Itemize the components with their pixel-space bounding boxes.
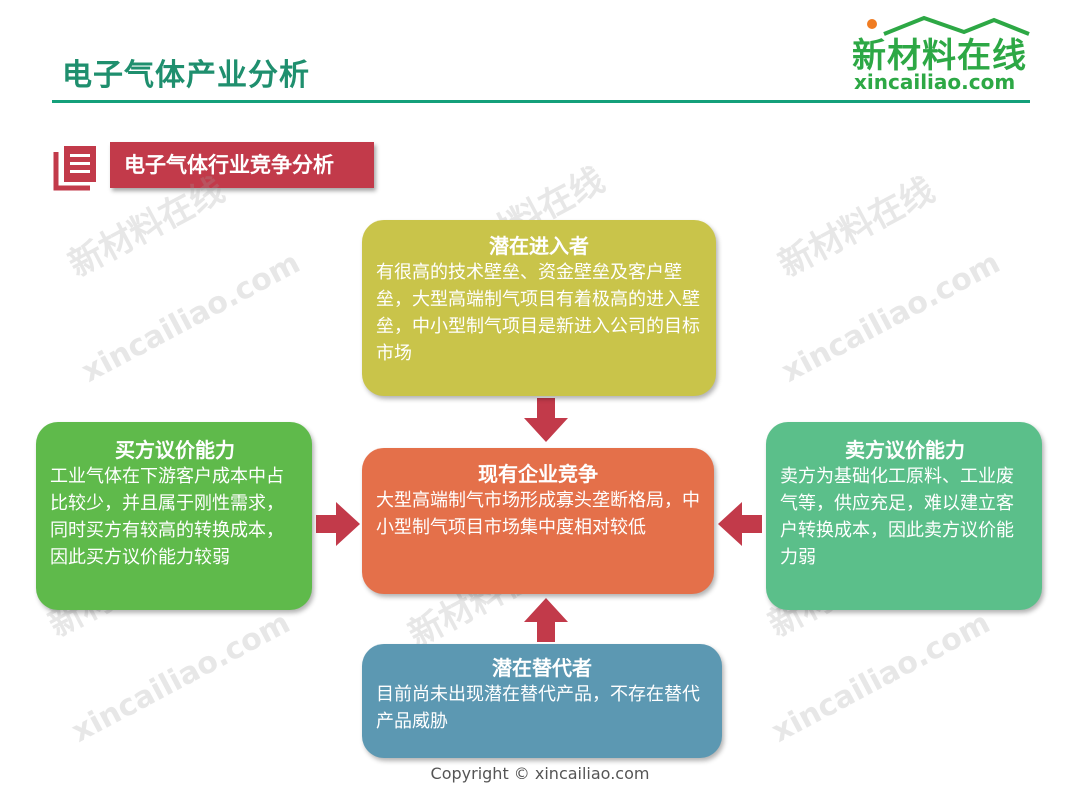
box-substitutes: 潜在替代者 目前尚未出现潜在替代产品，不存在替代产品威胁 <box>362 644 722 758</box>
box-potential-entrants: 潜在进入者 有很高的技术壁垒、资金壁垒及客户壁垒，大型高端制气项目有着极高的进入… <box>362 220 716 396</box>
watermark-cn: 新材料在线 <box>772 170 942 286</box>
logo-text-cn: 新材料在线 <box>852 36 1027 76</box>
document-icon <box>53 146 96 191</box>
title-divider <box>52 100 1030 103</box>
box-title: 潜在进入者 <box>489 234 589 258</box>
box-body: 有很高的技术壁垒、资金壁垒及客户壁垒，大型高端制气项目有着极高的进入壁垒，中小型… <box>376 262 700 364</box>
box-title: 卖方议价能力 <box>845 438 965 462</box>
brand-logo: 新材料在线 xincailiao.com <box>852 14 1037 94</box>
box-title: 潜在替代者 <box>492 656 592 680</box>
section-label: 电子气体行业竞争分析 <box>110 142 374 188</box>
page-title: 电子气体产业分析 <box>62 58 310 93</box>
box-body: 卖方为基础化工原料、工业废气等，供应充足，难以建立客户转换成本，因此卖方议价能力… <box>780 466 1014 568</box>
box-title: 现有企业竞争 <box>478 462 598 486</box>
arrow-down-icon <box>524 398 568 442</box>
logo-roof-icon <box>867 15 1030 36</box>
copyright: Copyright © xincailiao.com <box>430 764 650 783</box>
box-title: 买方议价能力 <box>115 438 235 462</box>
box-supplier-power: 卖方议价能力 卖方为基础化工原料、工业废气等，供应充足，难以建立客户转换成本，因… <box>766 422 1042 610</box>
arrow-up-icon <box>524 598 568 642</box>
box-existing-competition: 现有企业竞争 大型高端制气市场形成寡头垄断格局，中小型制气项目市场集中度相对较低 <box>362 448 714 594</box>
arrow-right-icon <box>316 502 360 546</box>
logo-text-en: xincailiao.com <box>854 70 1016 94</box>
arrow-left-icon <box>718 502 762 546</box>
watermark-en: xincailiao.com <box>65 605 296 750</box>
box-body: 工业气体在下游客户成本中占比较少，并且属于刚性需求，同时买方有较高的转换成本，因… <box>50 466 284 568</box>
box-body: 大型高端制气市场形成寡头垄断格局，中小型制气项目市场集中度相对较低 <box>376 490 700 538</box>
box-buyer-power: 买方议价能力 工业气体在下游客户成本中占比较少，并且属于刚性需求，同时买方有较高… <box>36 422 312 610</box>
box-body: 目前尚未出现潜在替代产品，不存在替代产品威胁 <box>376 684 700 732</box>
